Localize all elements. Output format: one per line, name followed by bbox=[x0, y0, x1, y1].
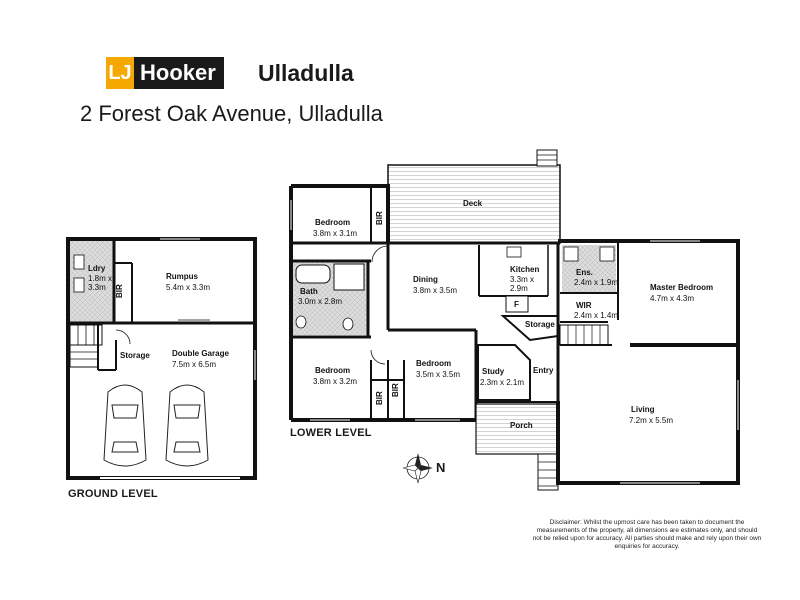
garage-cars-icon bbox=[103, 384, 209, 467]
room-garage-dims: 7.5m x 6.5m bbox=[172, 360, 216, 369]
room-wir-name: WIR bbox=[576, 301, 592, 310]
room-ldry-dims: 1.8m x bbox=[88, 274, 112, 283]
room-dining-name: Dining bbox=[413, 275, 438, 284]
room-bedroom2-name: Bedroom bbox=[315, 366, 350, 375]
room-wir-dims: 2.4m x 1.4m bbox=[574, 311, 618, 320]
room-bedroom1-name: Bedroom bbox=[315, 218, 350, 227]
room-fridge: F bbox=[514, 300, 519, 309]
room-ldry-dims-2: 3.3m bbox=[88, 283, 106, 292]
room-kitchen-dims-2: 2.9m bbox=[510, 284, 528, 293]
property-address: 2 Forest Oak Avenue, Ulladulla bbox=[80, 101, 383, 126]
ground-level-plan bbox=[66, 237, 257, 480]
room-dining-dims: 3.8m x 3.5m bbox=[413, 286, 457, 295]
room-ens-name: Ens. bbox=[576, 268, 593, 277]
room-kitchen-dims: 3.3m x bbox=[510, 275, 534, 284]
room-kitchen-name: Kitchen bbox=[510, 265, 539, 274]
compass-rose-icon: N bbox=[400, 450, 450, 491]
room-master-name: Master Bedroom bbox=[650, 283, 713, 292]
lower-level-plan bbox=[289, 149, 740, 491]
room-study-name: Study bbox=[482, 367, 505, 376]
room-storage-lower: Storage bbox=[525, 320, 555, 329]
room-storage-ground: Storage bbox=[120, 351, 150, 360]
room-bir-ground: BIR bbox=[115, 284, 124, 298]
room-ldry-name: Ldry bbox=[88, 264, 106, 273]
room-study-dims: 2.3m x 2.1m bbox=[480, 378, 524, 387]
logo-prefix: LJ bbox=[106, 57, 134, 89]
room-living-name: Living bbox=[631, 405, 655, 414]
disclaimer-text: Disclaimer: Whilst the upmost care has b… bbox=[532, 519, 762, 550]
room-garage-name: Double Garage bbox=[172, 349, 229, 358]
room-bedroom1-dims: 3.8m x 3.1m bbox=[313, 229, 357, 238]
room-bir1: BIR bbox=[375, 211, 384, 225]
room-master-dims: 4.7m x 4.3m bbox=[650, 294, 694, 303]
room-bir2: BIR bbox=[375, 391, 384, 405]
room-bedroom3-name: Bedroom bbox=[416, 359, 451, 368]
room-bath-name: Bath bbox=[300, 287, 318, 296]
room-living-dims: 7.2m x 5.5m bbox=[629, 416, 673, 425]
room-ens-dims: 2.4m x 1.9m bbox=[574, 278, 618, 287]
agency-logo: LJ Hooker bbox=[106, 57, 224, 89]
compass-north-label: N bbox=[436, 460, 446, 475]
logo-name: Hooker bbox=[134, 57, 224, 89]
room-bedroom2-dims: 3.8m x 3.2m bbox=[313, 377, 357, 386]
room-porch: Porch bbox=[510, 421, 533, 430]
room-rumpus-dims: 5.4m x 3.3m bbox=[166, 283, 210, 292]
room-bir3: BIR bbox=[391, 383, 400, 397]
room-bedroom3-dims: 3.5m x 3.5m bbox=[416, 370, 460, 379]
room-entry: Entry bbox=[533, 366, 554, 375]
office-name: Ulladulla bbox=[258, 60, 354, 86]
ground-level-label: GROUND LEVEL bbox=[68, 488, 158, 500]
lower-level-label: LOWER LEVEL bbox=[290, 427, 372, 439]
room-deck: Deck bbox=[463, 199, 483, 208]
room-bath-dims: 3.0m x 2.8m bbox=[298, 297, 342, 306]
room-rumpus-name: Rumpus bbox=[166, 272, 199, 281]
